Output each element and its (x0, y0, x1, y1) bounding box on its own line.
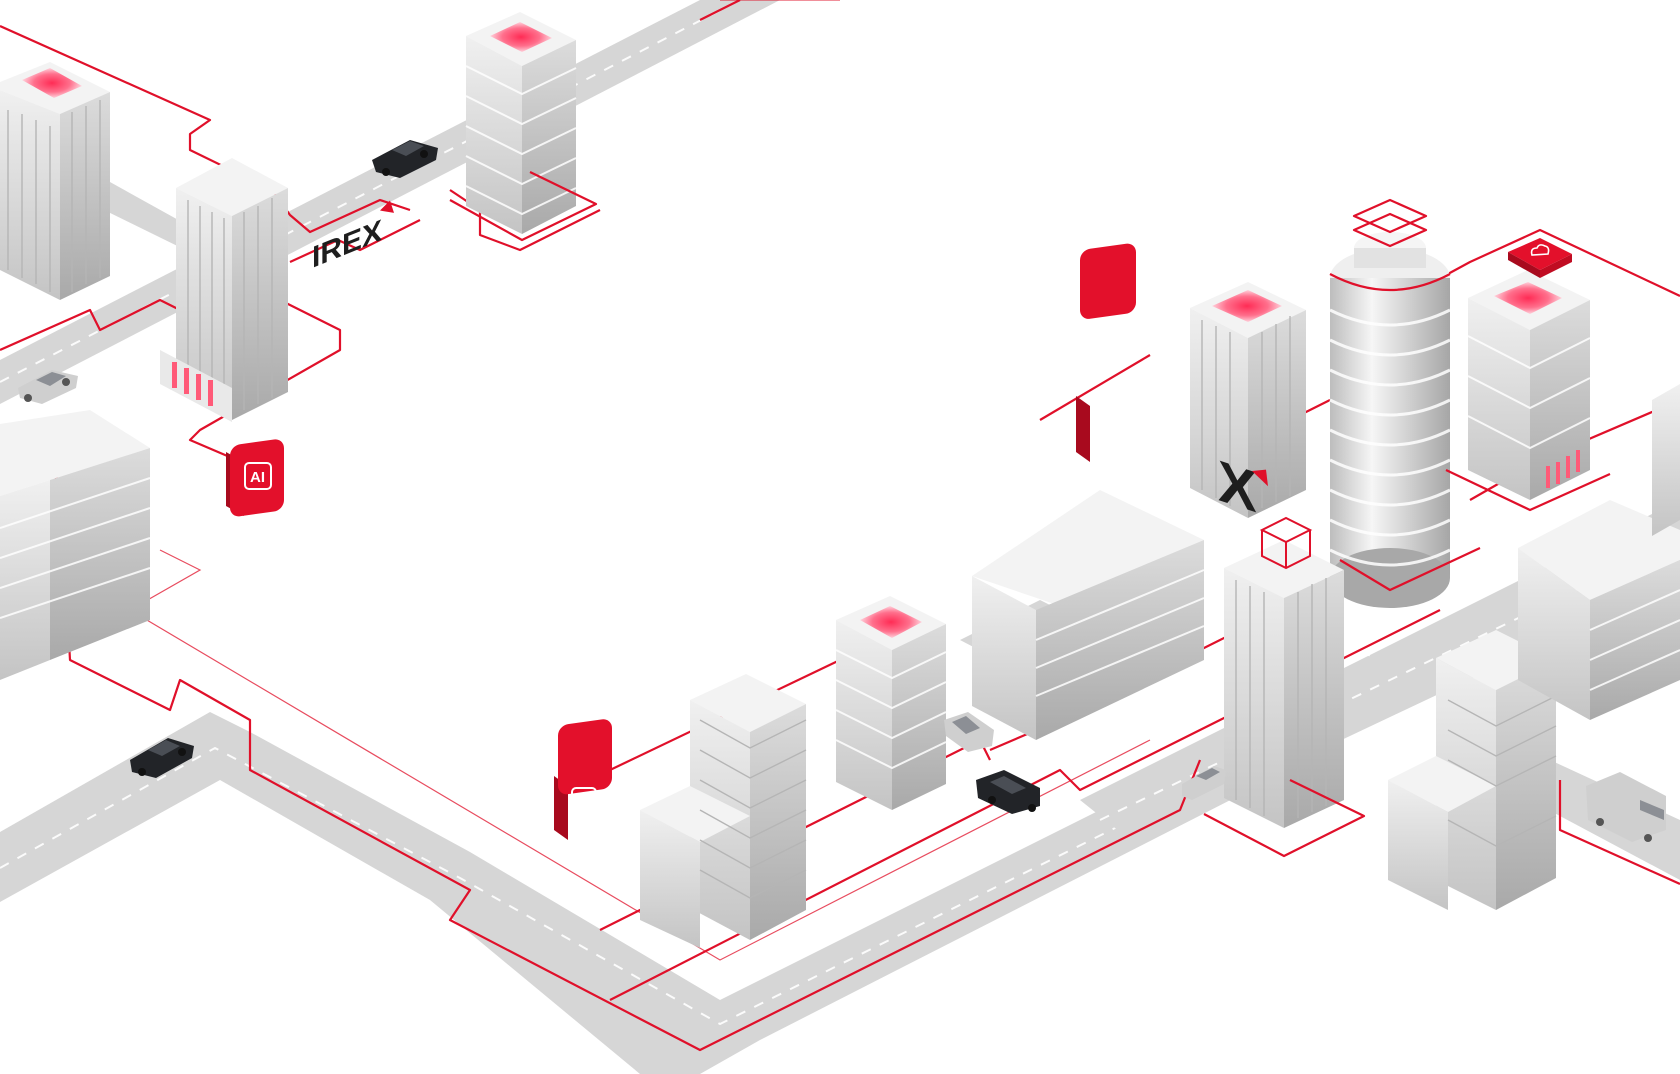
ai-badge: AI (226, 439, 284, 517)
building-stacked-top-center (449, 12, 598, 242)
chat-badge (554, 719, 612, 840)
van-far-right (1586, 772, 1666, 842)
chat-bubble-icon (571, 787, 597, 812)
building-far-right (1518, 384, 1680, 720)
x-logo: X (1218, 447, 1268, 525)
cube-icon (1259, 516, 1313, 570)
building-stacked-center (835, 596, 947, 810)
building-cube-tower (1203, 516, 1366, 858)
building-left-low (0, 410, 151, 680)
car-light-left (18, 370, 78, 404)
cloud-badge (1508, 238, 1572, 278)
building-stepped-center (640, 674, 807, 948)
cloud-icon (1530, 244, 1550, 256)
building-wide-right (972, 490, 1205, 740)
car-dark-center (976, 770, 1040, 814)
building-stacked-right (1445, 270, 1611, 512)
ai-chip-icon: AI (244, 462, 272, 490)
car-light-right (1182, 766, 1226, 800)
building-tower-top-left (0, 62, 110, 300)
car-dark-top (372, 140, 438, 178)
car-dark-bottom-left (130, 738, 194, 778)
road-bottom-main (0, 712, 1250, 1074)
car-light-center (944, 712, 994, 752)
play-icon (1093, 413, 1119, 437)
building-bank (160, 158, 288, 422)
ai-label: AI (250, 469, 265, 486)
building-cylinder-tower (1329, 198, 1481, 608)
video-badge (1076, 243, 1136, 462)
x-logo-text: X (1218, 447, 1257, 525)
building-x-tower (1190, 282, 1306, 518)
